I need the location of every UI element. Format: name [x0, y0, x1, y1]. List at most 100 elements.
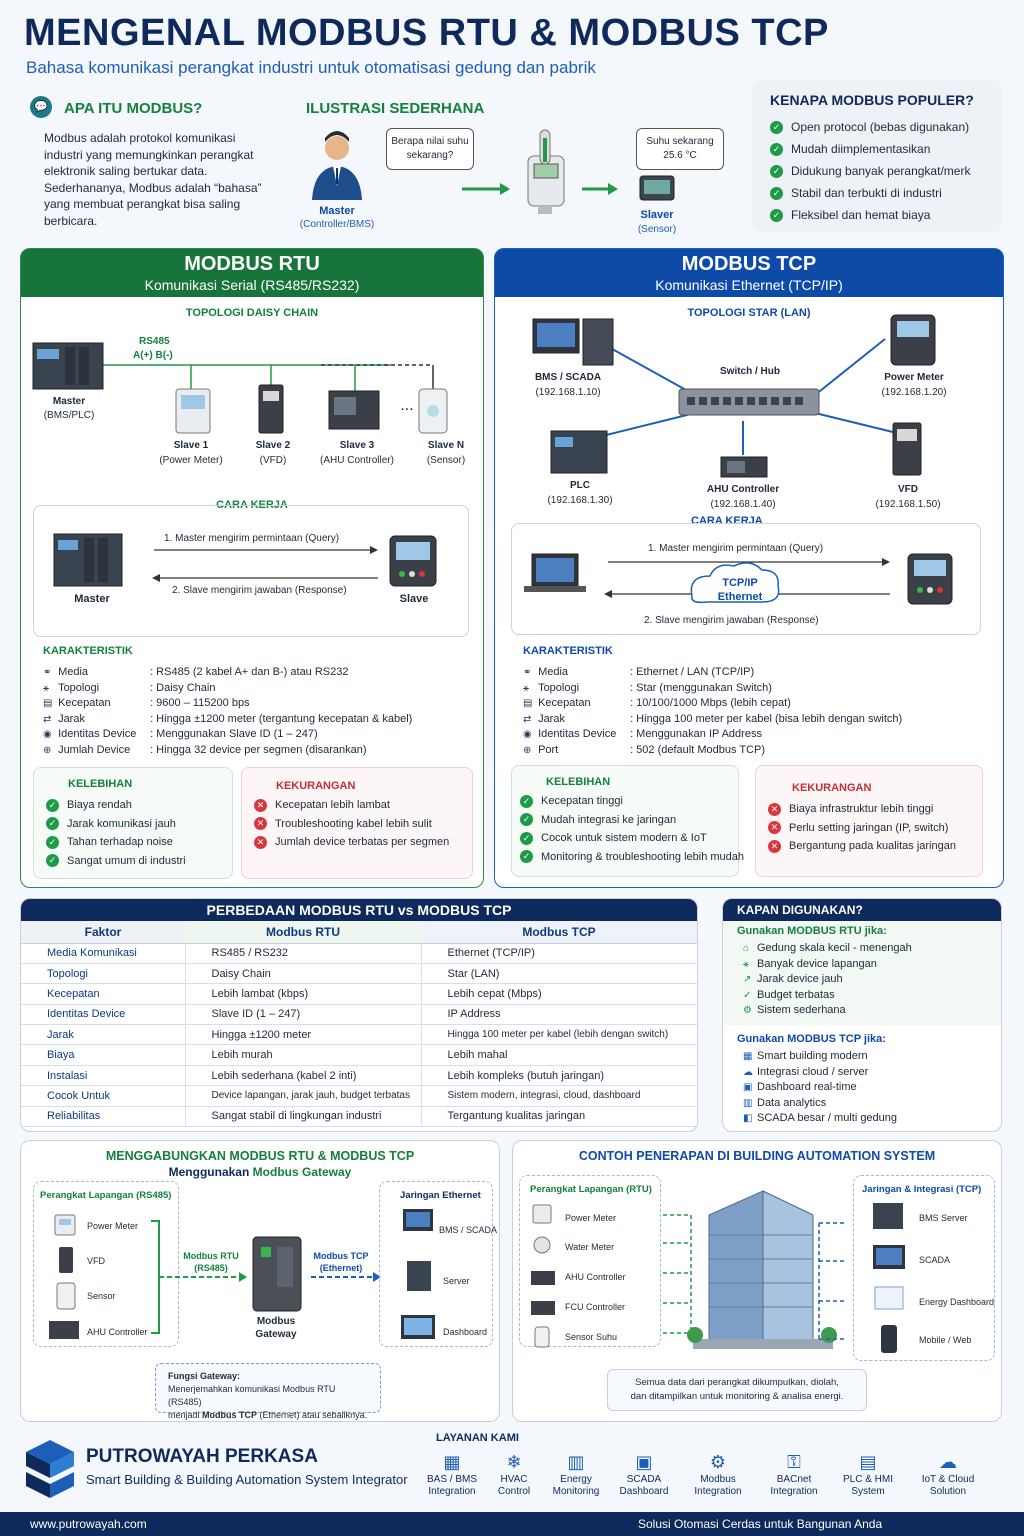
intro-title: APA ITU MODBUS?: [64, 100, 203, 117]
rtu-panel: MODBUS RTU Komunikasi Serial (RS485/RS23…: [20, 248, 484, 888]
cloud-icon: ☁: [939, 1452, 957, 1472]
bas-field-item: Sensor Suhu: [565, 1332, 618, 1342]
gateway-net-item: BMS / SCADA: [439, 1225, 498, 1235]
rtu-char-row: ▤ Kecepatan: 9600 – 115200 bps: [43, 696, 250, 712]
pro-item: ✓Cocok untuk sistem modern & IoT: [520, 829, 744, 848]
tcp-panel-header: MODBUS TCP Komunikasi Ethernet (TCP/IP): [495, 249, 1003, 297]
bas-net-box: Jaringan & Integrasi (TCP): [853, 1175, 995, 1361]
footer-bar: www.putrowayah.com Solusi Otomasi Cerdas…: [0, 1512, 1024, 1536]
rtu-char-row: ⚭ Media: RS485 (2 kabel A+ dan B-) atau …: [43, 665, 349, 681]
list-item: ⌂Gedung skala kecil - menengah: [743, 942, 912, 954]
gateway-net-item: Server: [443, 1276, 470, 1286]
con-item: ✕Jumlah device terbatas per segmen: [254, 833, 449, 852]
bas-note: Semua data dari perangkat dikumpulkan, d…: [607, 1369, 867, 1411]
table-cell-factor: Cocok Untuk: [21, 1085, 185, 1107]
speed-icon: ▤: [43, 698, 53, 709]
rtu-slave-sub: (VFD): [259, 455, 287, 466]
when-rtu-title: Gunakan MODBUS RTU jika:: [737, 925, 887, 937]
hvac-icon: ❄: [506, 1452, 522, 1472]
rtu-step1: 1. Master mengirim permintaan (Query): [164, 533, 340, 544]
master-speech-bubble: Berapa nilai suhu sekarang?: [386, 128, 474, 170]
table-cell-factor: Jarak: [21, 1024, 185, 1046]
service-label: Energy: [560, 1474, 592, 1485]
service-label-2: Dashboard: [619, 1486, 669, 1497]
list-item: ◧SCADA besar / multi gedung: [743, 1112, 898, 1125]
list-item: ⚙Sistem sederhana: [743, 1004, 846, 1017]
table-cell-tcp: Sistem modern, integrasi, cloud, dashboa…: [420, 1085, 697, 1107]
tcp-char-row: ◉ Identitas Device: Menggunakan IP Addre…: [523, 727, 762, 743]
tcp-node-name: Power Meter: [884, 372, 944, 383]
service-label-2: Solution: [929, 1486, 967, 1497]
table-cell-factor: Identitas Device: [21, 1004, 185, 1026]
compare-title: PERBEDAAN MODBUS RTU vs MODBUS TCP: [21, 899, 697, 921]
company-logo-icon: [26, 1440, 74, 1498]
cloud-label-2: Ethernet: [717, 591, 763, 603]
tcp-cons-box: KEKURANGAN ✕Biaya infrastruktur lebih ti…: [755, 765, 983, 877]
website-link[interactable]: www.putrowayah.com: [30, 1517, 147, 1531]
rtu-step2: 2. Slave mengirim jawaban (Response): [172, 585, 347, 596]
rtu-cons-title: KEKURANGAN: [276, 780, 356, 792]
gateway-field-title: Perangkat Lapangan (RS485): [40, 1190, 172, 1201]
service-label: IoT & Cloud: [921, 1474, 975, 1485]
table-cell-tcp: Tergantung kualitas jaringan: [420, 1106, 697, 1128]
tcp-cons-list: ✕Biaya infrastruktur lebih tinggi ✕Perlu…: [768, 800, 956, 856]
rtu-subtitle: Komunikasi Serial (RS485/RS232): [144, 277, 360, 293]
gateway-function-note: Fungsi Gateway: Menerjemahkan komunikasi…: [155, 1363, 381, 1420]
speed-icon: ▤: [523, 698, 533, 709]
gateway-tcp-sublabel: (Ethernet): [319, 1263, 363, 1273]
popular-card: KENAPA MODBUS POPULER? ✓Open protocol (b…: [752, 80, 1002, 232]
master-label: Master: [319, 205, 355, 217]
rtu-slave-name: Slave 1: [173, 440, 209, 451]
tcp-char-row: ⚭ Media: Ethernet / LAN (TCP/IP): [523, 665, 754, 681]
service-label-2: Integration: [770, 1486, 818, 1497]
list-item: ⚹Banyak device lapangan: [743, 957, 877, 970]
compare-table-card: PERBEDAAN MODBUS RTU vs MODBUS TCP Fakto…: [20, 898, 698, 1132]
plc-icon: ▤: [859, 1452, 877, 1472]
bas-note-line: Semua data dari perangkat dikumpulkan, d…: [635, 1377, 839, 1388]
table-cell-tcp: IP Address: [420, 1004, 697, 1026]
popular-title: KENAPA MODBUS POPULER?: [770, 92, 974, 108]
tcp-topology-title: TOPOLOGI STAR (LAN): [687, 307, 811, 319]
tcp-node-ip: (192.168.1.10): [535, 387, 601, 398]
tcp-char-row: ⇄ Jarak: Hingga 100 meter per kabel (bis…: [523, 712, 902, 728]
tcp-node-ip: (192.168.1.30): [547, 495, 613, 506]
bas-field-item: AHU Controller: [565, 1272, 626, 1282]
tcp-char-row: ⊕ Port: 502 (default Modbus TCP): [523, 743, 765, 759]
tcp-star-diagram: [532, 314, 936, 478]
con-item: ✕Biaya infrastruktur lebih tinggi: [768, 800, 956, 819]
gateway-subtitle: Menggunakan Modbus Gateway: [168, 1165, 352, 1179]
rtu-how-master: Master: [74, 593, 110, 605]
services-title: LAYANAN KAMI: [436, 1432, 519, 1444]
compare-table: Faktor Modbus RTU Modbus TCP Media Komun…: [21, 921, 697, 1128]
illustration-title: ILUSTRASI SEDERHANA: [306, 100, 485, 117]
gateway-net-title: Jaringan Ethernet: [400, 1190, 481, 1201]
energy-icon: ▥: [567, 1452, 585, 1472]
tcp-char-title: KARAKTERISTIK: [523, 645, 613, 657]
illustration-graphic: [312, 129, 675, 214]
rs485-pins-label: A(+) B(-): [133, 350, 173, 361]
gateway-net-item: Dashboard: [443, 1327, 488, 1337]
table-cell-factor: Instalasi: [21, 1065, 185, 1087]
tcp-node-ip: (192.168.1.50): [875, 499, 941, 510]
gateway-field-item: VFD: [87, 1256, 105, 1266]
list-item: ▥Data analytics: [743, 1096, 827, 1109]
tcp-title: MODBUS TCP: [681, 253, 817, 275]
id-icon: ◉: [43, 729, 52, 740]
gateway-field-box: Perangkat Lapangan (RS485): [33, 1181, 179, 1347]
when-tcp-title: Gunakan MODBUS TCP jika:: [737, 1033, 886, 1045]
rtu-slave-sub: (Power Meter): [159, 455, 223, 466]
pro-item: ✓Monitoring & troubleshooting lebih muda…: [520, 848, 744, 867]
table-cell-rtu: Slave ID (1 – 247): [184, 1004, 421, 1026]
gateway-func-text-2: menjadi Modbus TCP (Ethernet) atau sebal…: [168, 1410, 368, 1420]
gateway-net-box: Jaringan Ethernet: [379, 1181, 493, 1347]
table-cell-rtu: RS485 / RS232: [184, 943, 421, 964]
tcp-pros-list: ✓Kecepatan tinggi ✓Mudah integrasi ke ja…: [520, 792, 744, 866]
list-item: ✓Budget terbatas: [743, 988, 835, 1001]
popular-item: ✓Open protocol (bebas digunakan): [770, 116, 970, 138]
table-cell-factor: Topologi: [21, 963, 185, 985]
service-label: HVAC: [500, 1474, 528, 1485]
rtu-cons-box: KEKURANGAN ✕Kecepatan lebih lambat ✕Trou…: [241, 767, 473, 879]
